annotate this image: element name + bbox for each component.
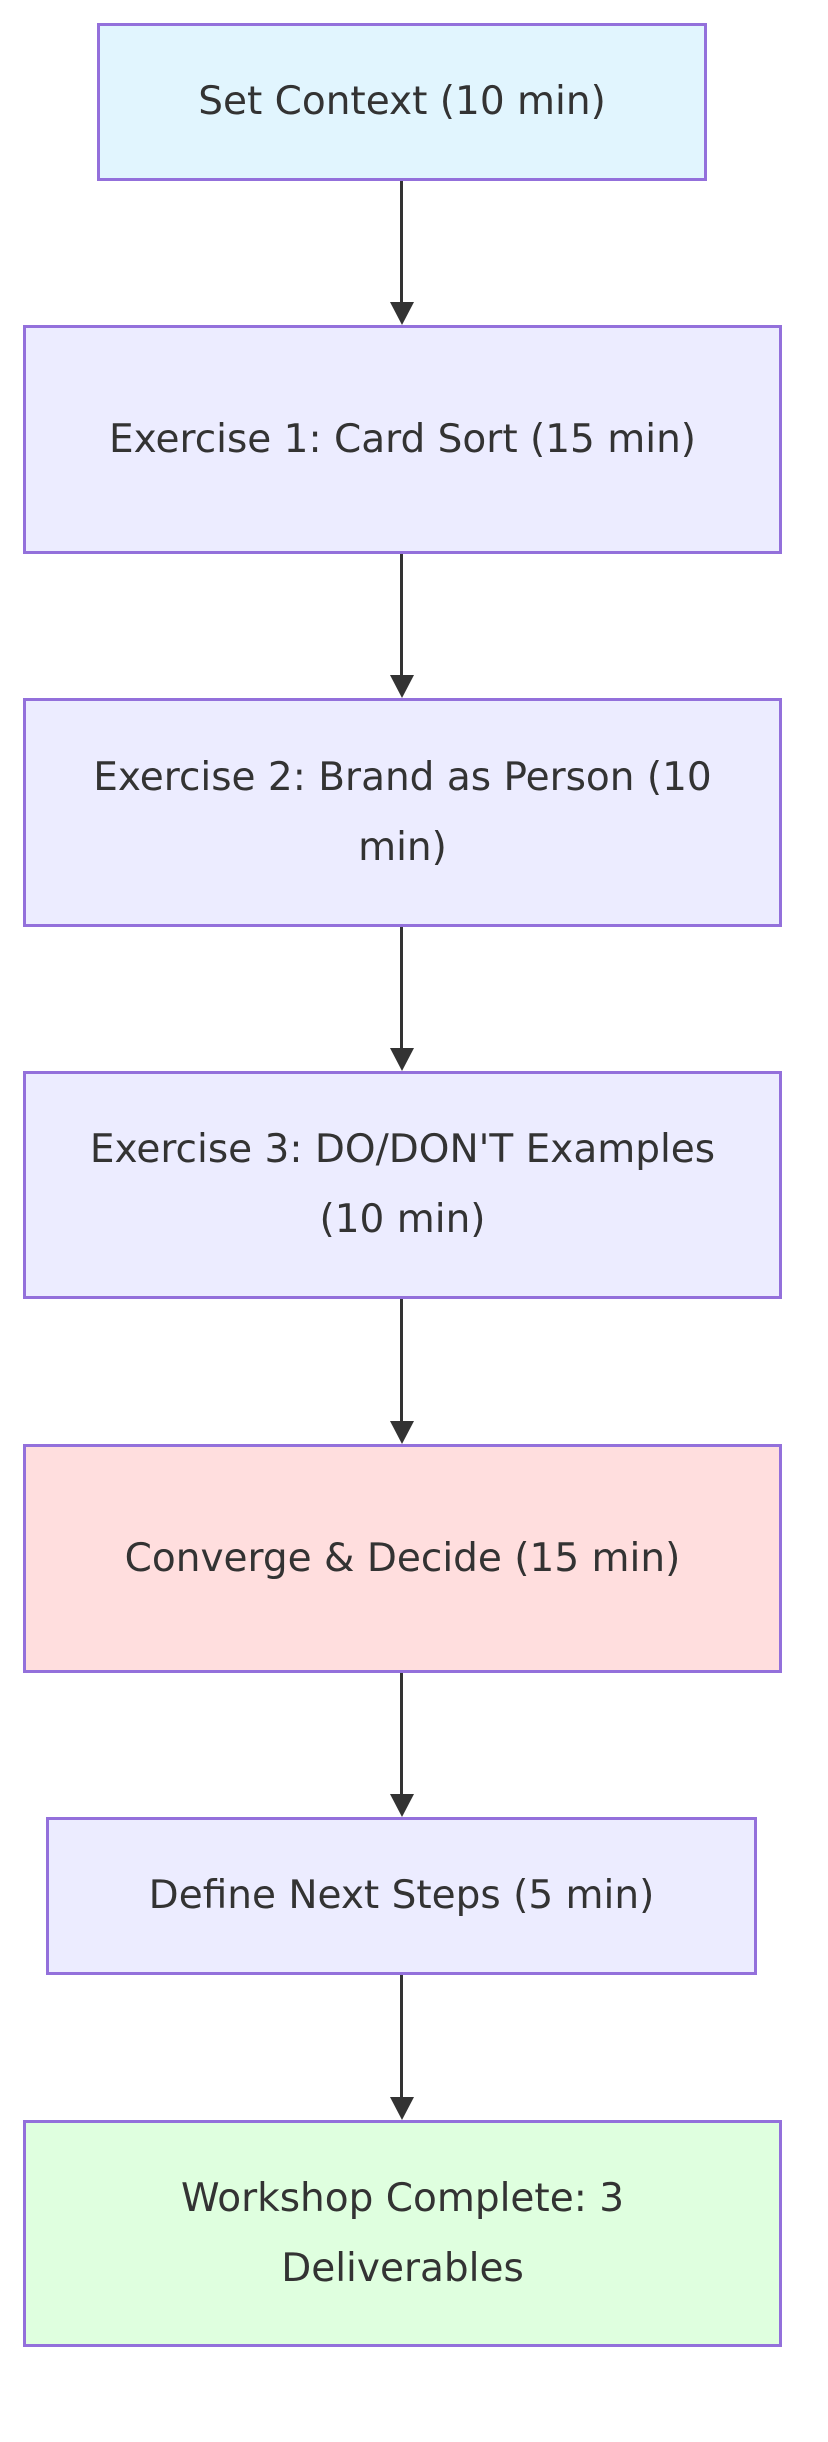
edge-connector [400,554,403,676]
arrowhead-icon [390,302,414,325]
node-label: Exercise 3: DO/DON'T Examples (10 min) [89,1127,716,1242]
edge-connector [400,1673,403,1795]
node-label: Set Context (10 min) [198,79,606,124]
node-set-context: Set Context (10 min) [97,23,707,181]
node-converge-decide: Converge & Decide (15 min) [23,1444,782,1673]
arrowhead-icon [390,675,414,698]
node-exercise-3: Exercise 3: DO/DON'T Examples (10 min) [23,1071,782,1299]
arrowhead-icon [390,1794,414,1817]
arrowhead-icon [390,1048,414,1071]
node-define-next-steps: Define Next Steps (5 min) [46,1817,757,1975]
node-label: Converge & Decide (15 min) [124,1535,681,1581]
node-exercise-1: Exercise 1: Card Sort (15 min) [23,325,782,554]
node-label: Exercise 2: Brand as Person (10 min) [93,754,712,870]
edge-connector [400,181,403,303]
node-exercise-2: Exercise 2: Brand as Person (10 min) [23,698,782,927]
node-label: Workshop Complete: 3 Deliverables [180,2175,625,2291]
arrowhead-icon [390,2097,414,2120]
node-workshop-complete: Workshop Complete: 3 Deliverables [23,2120,782,2347]
edge-connector [400,1299,403,1421]
node-label: Define Next Steps (5 min) [148,1873,655,1918]
edge-connector [400,927,403,1049]
edge-connector [400,1975,403,2097]
arrowhead-icon [390,1421,414,1444]
node-label: Exercise 1: Card Sort (15 min) [109,416,696,462]
